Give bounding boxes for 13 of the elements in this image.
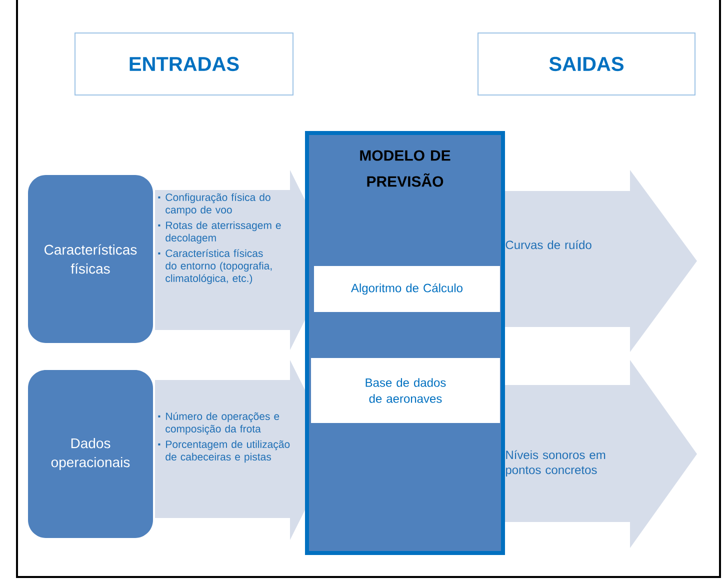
output-text: Curvas de ruído <box>506 240 592 250</box>
rounded-box: Dados operacionais <box>28 370 153 538</box>
bullet-item: Configuração física do campo de voo <box>158 193 270 216</box>
inner-box: Algoritmo de Cálculo <box>314 266 500 312</box>
output-text: Níveis sonoros em pontos concretos <box>506 450 606 477</box>
inner-box: Base de dados de aeronaves <box>311 358 500 423</box>
heading-box: SAIDAS <box>478 32 696 96</box>
bullet-item: Rotas de aterrissagem e decolagem <box>158 221 281 244</box>
heading-box: ENTRADAS <box>74 32 294 96</box>
bullet-item: Número de operações e composição da frota <box>158 412 280 435</box>
bullet-item: Característica físicas do entorno (topografia, climatológica, etc.) <box>158 249 272 284</box>
rounded-box: Características físicas <box>28 175 153 343</box>
bullet-item: Porcentagem de utilização de cabeceiras e pistas <box>158 440 290 463</box>
